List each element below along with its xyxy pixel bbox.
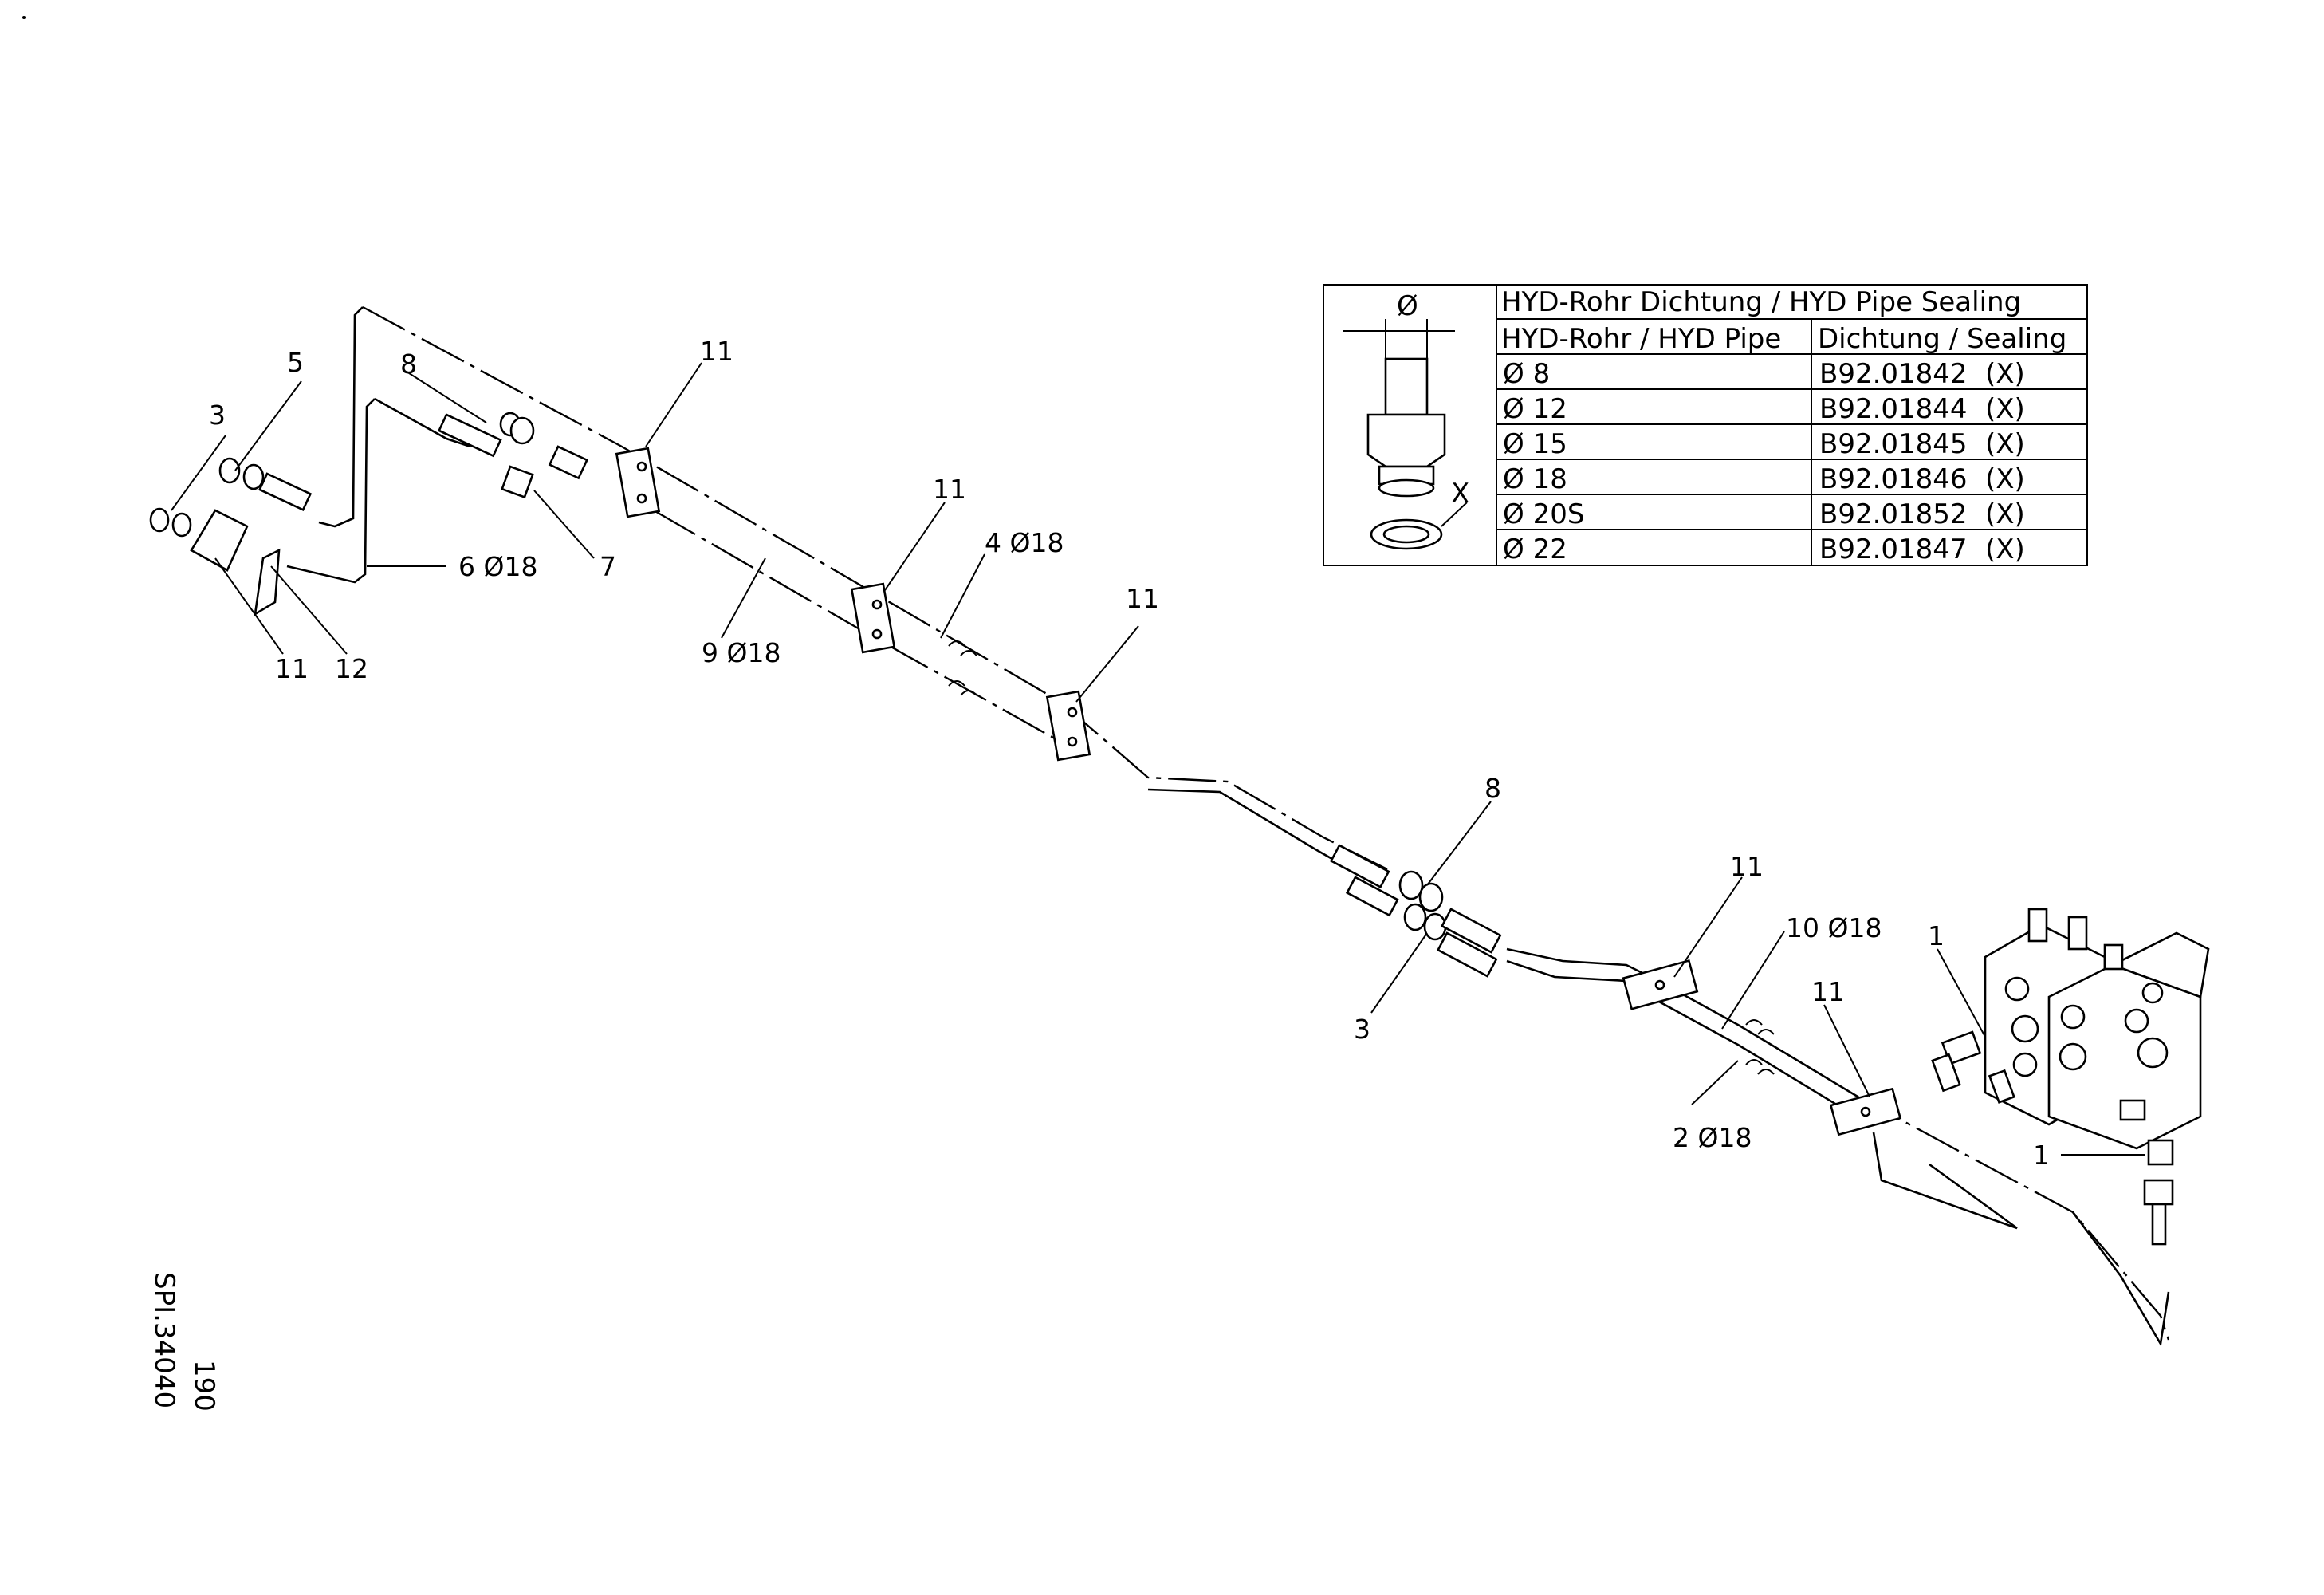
valve-block: [1984, 908, 2210, 1150]
page-number: 190: [188, 1360, 220, 1412]
row-sealing: B92.01842: [1819, 358, 1968, 390]
callout-11-top: 11: [700, 336, 733, 367]
callout-3-mid: 3: [1354, 1014, 1370, 1045]
fitting-3-mid-body: [1345, 876, 1399, 917]
callout-11-left: 11: [275, 653, 309, 684]
fitting-8-top2: [509, 416, 535, 445]
pipe-6-main: [374, 397, 471, 448]
col-header-pipe: HYD-Rohr / HYD Pipe: [1501, 323, 1781, 355]
callout-2: 2 Ø18: [1673, 1122, 1752, 1153]
sheet-info: SPI.34040 190: [148, 1272, 220, 1412]
fitting-8-mid2: [1418, 882, 1444, 912]
clamp-11-b-hole1: [871, 599, 883, 610]
fitting-7b: [548, 445, 588, 480]
callout-8-mid: 8: [1484, 773, 1501, 804]
callout-11-right: 11: [1126, 583, 1159, 614]
clamp-11-e-hole: [1860, 1106, 1871, 1117]
fitting-right-a: [1440, 908, 1502, 954]
row-pipe: Ø 15: [1503, 428, 1567, 460]
callout-7: 7: [600, 551, 616, 582]
pipe-10-dash: [1857, 1095, 2170, 1341]
col-header-sealing: Dichtung / Sealing: [1818, 323, 2066, 355]
table-title: HYD-Rohr Dichtung / HYD Pipe Sealing: [1501, 286, 2021, 318]
fitting-1-b: [2147, 1139, 2174, 1166]
callout-11-lower: 11: [1730, 851, 1764, 882]
fitting-3-left-b: [171, 512, 192, 538]
fitting-1-a-stem: [1931, 1053, 1961, 1093]
fitting-1-b-stem: [2151, 1203, 2167, 1246]
row-pipe: Ø 18: [1503, 463, 1567, 495]
clamp-11-b-hole2: [871, 628, 883, 640]
corner-mark: [22, 16, 26, 19]
fitting-3-mid: [1403, 903, 1427, 931]
sealing-table: Ø X HYD-Rohr Dichtung / HYD Pipe Sealing…: [1323, 284, 2088, 566]
clamp-11-c-hole1: [1067, 707, 1078, 718]
clamp-11-d-hole: [1654, 979, 1665, 990]
clamp-11-b: [850, 582, 896, 654]
callout-8-top: 8: [400, 349, 417, 380]
callout-1-bottom: 1: [2033, 1140, 2050, 1171]
drawing-number: SPI.34040: [148, 1272, 180, 1408]
sealing-illustration: Ø X: [1343, 290, 1469, 550]
fitting-1-a: [1941, 1030, 1982, 1065]
callout-3-left: 3: [209, 400, 226, 431]
clamp-11-a: [615, 447, 661, 518]
row-mark: (X): [1985, 498, 2025, 530]
fitting-8-mid: [1398, 870, 1424, 900]
leader-lines: [171, 362, 2145, 1156]
row-sealing: B92.01852: [1819, 498, 1968, 530]
row-pipe: Ø 22: [1503, 534, 1567, 565]
row-pipe: Ø 8: [1503, 358, 1550, 390]
bracket-12: [254, 548, 281, 616]
callout-5: 5: [287, 347, 304, 378]
row-pipe: Ø 12: [1503, 393, 1567, 425]
pipe-9-main: [362, 305, 1388, 871]
fitting-5-body: [258, 472, 313, 512]
callout-4: 4 Ø18: [985, 527, 1064, 558]
row-mark: (X): [1985, 428, 2025, 460]
fitting-1-b-low: [2143, 1179, 2174, 1206]
fitting-5-a: [218, 457, 241, 484]
fitting-7: [501, 465, 534, 499]
row-mark: (X): [1985, 463, 2025, 495]
clamp-11-c-hole2: [1067, 736, 1078, 747]
fitting-3-left: [149, 507, 170, 533]
clamp-11-c: [1045, 690, 1091, 762]
callout-9: 9 Ø18: [702, 637, 781, 668]
pipe-9: [318, 306, 364, 528]
callout-labels: 3 5 8 11 6 Ø18 7 11 12 9 Ø18 11 4 Ø18 11…: [209, 336, 2050, 1171]
row-sealing: B92.01846: [1819, 463, 1968, 495]
callout-10: 10 Ø18: [1786, 912, 1882, 943]
pipe-to-valve: [1872, 1132, 2170, 1347]
pipe-9-lower: [1147, 788, 1372, 883]
row-sealing: B92.01847: [1819, 534, 1968, 565]
clamp-11-a-hole2: [636, 493, 647, 504]
fitting-5-b: [242, 463, 265, 490]
row-mark: (X): [1985, 358, 2025, 390]
break-marks-10: [1745, 1019, 1775, 1075]
clamp-11-a-hole1: [636, 461, 647, 472]
fitting-8-mid-body: [1329, 844, 1390, 889]
callout-11-lowest: 11: [1811, 976, 1845, 1007]
callout-6: 6 Ø18: [458, 551, 537, 582]
callout-11-mid: 11: [933, 474, 966, 505]
row-mark: (X): [1985, 534, 2025, 565]
row-sealing: B92.01845: [1819, 428, 1968, 460]
diameter-symbol: Ø: [1397, 290, 1418, 322]
fitting-8-body: [437, 413, 502, 458]
callout-12: 12: [335, 653, 368, 684]
clamp-11-left: [190, 509, 249, 572]
seal-marker: X: [1451, 478, 1469, 510]
break-marks-4: [948, 640, 977, 696]
callout-1-valve: 1: [1928, 920, 1945, 951]
parts: [149, 412, 2210, 1246]
fitting-right-b: [1436, 931, 1498, 978]
row-mark: (X): [1985, 393, 2025, 425]
pipe-6: [286, 398, 376, 584]
row-pipe: Ø 20S: [1503, 498, 1584, 530]
row-sealing: B92.01844: [1819, 393, 1968, 425]
